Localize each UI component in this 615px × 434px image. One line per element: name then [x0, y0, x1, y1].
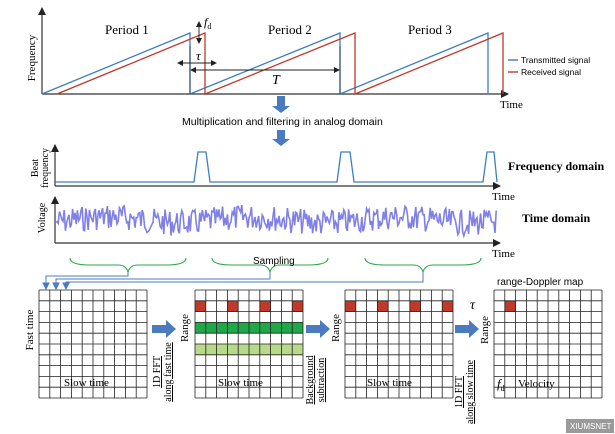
- op1-line1: 1D FFT: [152, 356, 163, 388]
- op3-line1: 1D FFT: [454, 376, 465, 408]
- grid-cell-highlight: [259, 344, 271, 355]
- top-chart: Frequency Time Period 1 Period 2 Period …: [26, 7, 590, 111]
- map-title: range-Doppler map: [497, 277, 584, 288]
- background-subtracted-grid: [344, 289, 454, 399]
- tau-annotation: τ: [177, 48, 217, 66]
- range-profile-grid: [194, 289, 304, 399]
- received-signal: [56, 32, 504, 95]
- voltage-y-label: Voltage: [37, 202, 48, 233]
- grid-cell-highlight: [281, 344, 293, 355]
- op1-fft-fast-time: 1D FFT along fast time: [152, 342, 174, 402]
- range-doppler-map-grid: [493, 289, 603, 399]
- step-text: Multiplication and filtering in analog d…: [182, 116, 383, 128]
- period-1-label: Period 1: [105, 22, 149, 37]
- op2-line1: Background: [305, 356, 316, 405]
- velocity-label: Velocity: [518, 378, 555, 390]
- map-fd-label: fd: [497, 376, 505, 393]
- grid2-slow-time-label: Slow time: [218, 377, 263, 389]
- grid-cell-highlight: [205, 344, 217, 355]
- time-domain-label: Time domain: [522, 211, 590, 225]
- fd-annotation: fd: [196, 15, 211, 44]
- grid-cell-highlight: [205, 322, 217, 334]
- fast-time-label: Fast time: [24, 310, 36, 351]
- grid-cell-highlight: [195, 322, 206, 334]
- op2-background-subtraction: Background subtraction: [305, 356, 327, 405]
- sampling-brace-3: [364, 257, 482, 274]
- period-2-label: Period 2: [268, 22, 312, 37]
- grid-cell-highlight: [195, 344, 206, 355]
- legend-received: Received signal: [521, 67, 581, 77]
- beat-chart: Beat frequency Time Frequency domain: [30, 144, 604, 203]
- raw-data-grid: [38, 289, 148, 399]
- grid3-range-label: Range: [330, 314, 342, 342]
- frequency-domain-label: Frequency domain: [508, 159, 604, 173]
- legend-transmitted: Transmitted signal: [521, 55, 590, 65]
- grid4-range-label: Range: [479, 316, 491, 344]
- grid-cell-highlight: [238, 344, 249, 355]
- grid-cell-highlight: [292, 322, 303, 334]
- down-arrow-2: [272, 130, 290, 146]
- watermark: XIUMSNET: [570, 422, 611, 431]
- map-tau-label: τ: [470, 298, 476, 313]
- grid-cell-highlight: [281, 322, 293, 334]
- grid3-slow-time-label: Slow time: [367, 377, 412, 389]
- op2-line2: subtraction: [316, 358, 327, 402]
- T-label: T: [272, 73, 281, 88]
- grid-cell-highlight: [259, 300, 271, 312]
- grid-cell-highlight: [259, 322, 271, 334]
- grid-cell-highlight: [216, 322, 228, 334]
- right-arrow-3: [455, 320, 479, 338]
- grid-cell-highlight: [292, 300, 303, 312]
- voltage-noise-signal: [55, 204, 497, 239]
- sampling-brace-1: [69, 257, 187, 274]
- beat-y-label-2: frequency: [40, 148, 51, 188]
- grid-cell-highlight: [227, 322, 239, 334]
- grid-cell-highlight: [227, 300, 239, 312]
- beat-frequency-signal: [55, 151, 498, 183]
- beat-y-label-1: Beat: [30, 159, 41, 178]
- op3-line2: along slow time: [465, 360, 476, 424]
- op1-line2: along fast time: [163, 342, 174, 402]
- grid-cell-highlight: [216, 344, 228, 355]
- voltage-chart: Voltage Time Time domain: [37, 196, 590, 260]
- top-x-label: Time: [500, 99, 523, 111]
- top-legend: Transmitted signal Received signal: [508, 55, 590, 77]
- grid-cell-highlight: [195, 300, 206, 312]
- grid1-slow-time-label: Slow time: [64, 377, 109, 389]
- grid-cell-highlight: [409, 300, 421, 312]
- grid-cell-highlight: [345, 300, 356, 312]
- voltage-x-label: Time: [492, 248, 515, 260]
- grid-cell-highlight: [227, 344, 239, 355]
- beat-x-label: Time: [492, 191, 515, 203]
- grid-cell-highlight: [249, 344, 260, 355]
- right-arrow-2: [306, 320, 330, 338]
- down-arrow-1: [272, 96, 290, 113]
- transmitted-signal: [41, 32, 489, 95]
- sampling-label: Sampling: [253, 256, 295, 267]
- grid-cell-highlight: [270, 322, 282, 334]
- grid-cell-highlight: [504, 300, 516, 312]
- fd-label: fd: [204, 15, 211, 31]
- op3-fft-slow-time: 1D FFT along slow time: [454, 360, 476, 424]
- grid-cell-highlight: [238, 322, 249, 334]
- grid-cell-highlight: [249, 322, 260, 334]
- grid-cell-highlight: [377, 300, 389, 312]
- tau-label: τ: [196, 48, 202, 63]
- period-3-label: Period 3: [408, 22, 452, 37]
- sampling-feed-lines: [42, 272, 424, 291]
- top-y-label: Frequency: [26, 34, 38, 81]
- matrix-grids: [38, 289, 603, 399]
- grid-cell-highlight: [270, 344, 282, 355]
- period-T-annotation: T: [189, 46, 341, 94]
- right-arrow-1: [152, 320, 176, 338]
- grid-cell-highlight: [442, 300, 453, 312]
- grid-cell-highlight: [292, 344, 303, 355]
- grid2-range-label: Range: [179, 314, 191, 342]
- watermark-box: [566, 419, 614, 433]
